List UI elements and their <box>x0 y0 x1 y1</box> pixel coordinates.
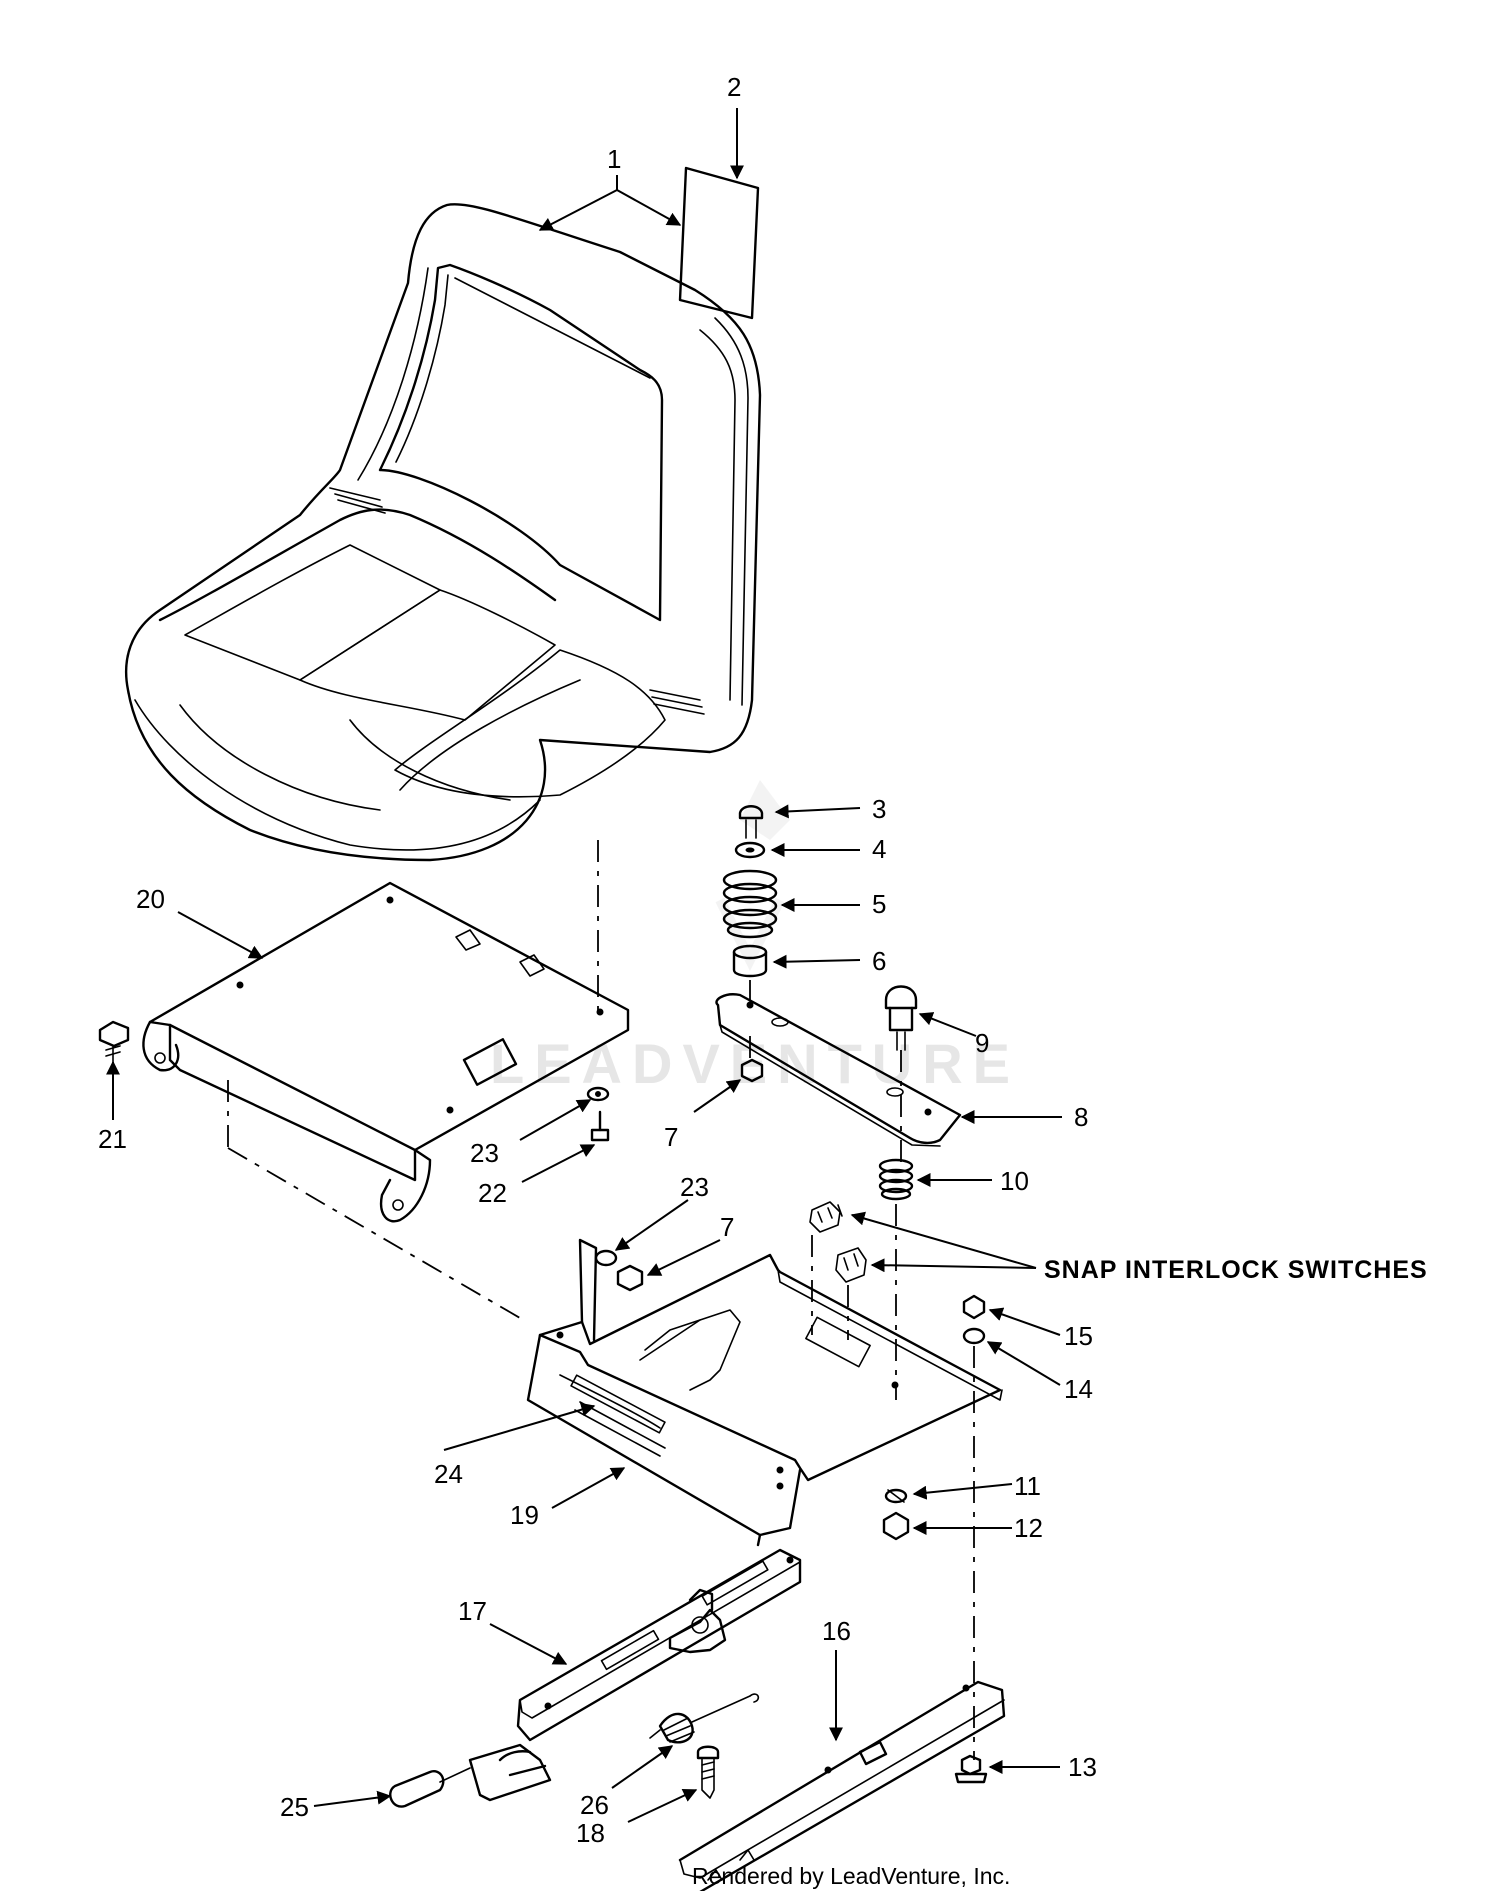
callout-14: 14 <box>1064 1374 1093 1404</box>
grip-part-25 <box>389 1767 471 1808</box>
callout-19: 19 <box>510 1500 539 1530</box>
callout-24: 24 <box>434 1459 463 1489</box>
callout-3: 3 <box>872 794 886 824</box>
callout-25: 25 <box>280 1792 309 1822</box>
nut-part-7-lower <box>616 1264 644 1292</box>
callout-9: 9 <box>975 1028 989 1058</box>
callout-11: 11 <box>1014 1471 1041 1501</box>
bolt-part-21 <box>98 1020 130 1063</box>
callout-7-upper: 7 <box>664 1122 678 1152</box>
lockwasher-part-11 <box>884 1488 908 1504</box>
bolt-part-22 <box>590 1110 610 1142</box>
screw-part-18 <box>696 1745 720 1799</box>
callout-23-top: 23 <box>470 1138 499 1168</box>
callout-23-lower: 23 <box>680 1172 709 1202</box>
spring-part-26 <box>649 1693 760 1744</box>
nut-part-12 <box>882 1511 910 1541</box>
nut-part-15 <box>962 1294 986 1320</box>
callout-17: 17 <box>458 1596 487 1626</box>
seat-plate-part-20 <box>142 881 630 1223</box>
slide-rail-part-17 <box>468 1548 802 1802</box>
washer-part-23-lower <box>594 1249 618 1267</box>
seat-pan-part-19 <box>526 1238 1003 1547</box>
snap-interlock-switch-lower <box>835 1247 867 1283</box>
callout-10: 10 <box>1000 1166 1029 1196</box>
washer-part-14 <box>962 1327 986 1345</box>
callout-26: 26 <box>580 1790 609 1820</box>
callout-8: 8 <box>1074 1102 1088 1132</box>
bracket-part-8 <box>715 993 962 1147</box>
nut-part-7-upper <box>740 1058 764 1083</box>
decal-part-2 <box>678 166 760 320</box>
washer-part-23 <box>586 1086 610 1102</box>
seat-part-1 <box>124 203 762 862</box>
callout-7-lower: 7 <box>720 1212 734 1242</box>
callout-21: 21 <box>98 1124 127 1154</box>
callout-18: 18 <box>576 1818 605 1848</box>
callout-2: 2 <box>727 72 741 102</box>
rendered-by-footer: Rendered by LeadVenture, Inc. <box>692 1863 1010 1889</box>
callout-4: 4 <box>872 834 886 864</box>
spring-part-10 <box>878 1158 914 1201</box>
snap-interlock-switches-label: SNAP INTERLOCK SWITCHES <box>1044 1256 1428 1284</box>
callout-15: 15 <box>1064 1321 1093 1351</box>
watermark-logo-icon <box>715 780 790 972</box>
spring-part-5 <box>722 869 778 939</box>
slide-rail-part-16 <box>678 1680 1006 1891</box>
callout-22: 22 <box>478 1178 507 1208</box>
callout-20: 20 <box>136 884 165 914</box>
callout-13: 13 <box>1068 1752 1097 1782</box>
bolt-part-9 <box>884 985 918 1051</box>
callout-12: 12 <box>1014 1513 1043 1543</box>
bolt-part-13 <box>954 1754 988 1784</box>
callout-1: 1 <box>607 144 621 174</box>
callout-16: 16 <box>822 1616 851 1646</box>
bolt-part-3 <box>738 805 764 839</box>
callout-5: 5 <box>872 889 886 919</box>
washer-part-4 <box>734 841 766 859</box>
snap-interlock-switch-upper <box>809 1201 843 1233</box>
spacer-part-6 <box>732 944 768 978</box>
callout-6: 6 <box>872 946 886 976</box>
